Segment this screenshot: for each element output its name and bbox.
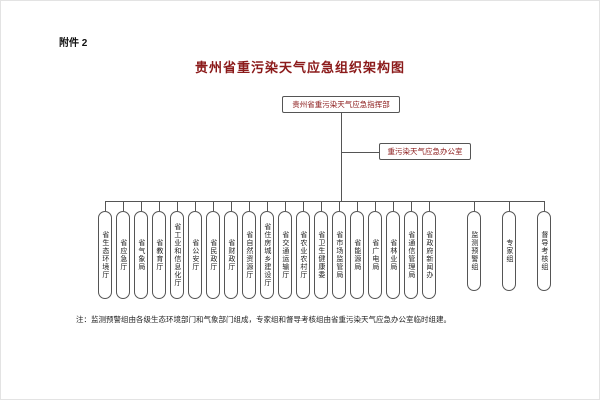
dept-box: 省自然资源厅 <box>242 201 256 299</box>
dept-box: 省市场监管局 <box>332 201 346 299</box>
dept-box: 省工业和信息化厅 <box>170 201 184 299</box>
attachment-label: 附件 2 <box>59 38 88 49</box>
dept-box: 省教育厅 <box>152 201 166 299</box>
dept-box: 省气象局 <box>134 201 148 299</box>
dept-box: 省卫生健康委 <box>314 201 328 299</box>
dept-box: 省通信管理局 <box>404 201 418 299</box>
dept-box: 省生态环境厅 <box>98 201 112 299</box>
dept-box: 省农业农村厅 <box>296 201 310 299</box>
group-box-monitoring: 监测预警组 <box>467 201 481 291</box>
dept-box: 省民政厅 <box>206 201 220 299</box>
group-box-supervision: 督导考核组 <box>537 201 551 291</box>
dept-box: 省住房城乡建设厅 <box>260 201 274 299</box>
dept-box: 省广电局 <box>368 201 382 299</box>
dept-box: 省政府新闻办 <box>422 201 436 299</box>
connector-office-branch <box>341 152 379 153</box>
connector-vertical-main <box>341 113 342 201</box>
dept-box: 省财政厅 <box>224 201 238 299</box>
dept-box: 省公安厅 <box>188 201 202 299</box>
footnote: 注：监测预警组由各级生态环境部门和气象部门组成，专家组和督导考核组由省重污染天气… <box>76 315 451 324</box>
dept-box: 省应急厅 <box>116 201 130 299</box>
dept-box: 省交通运输厅 <box>278 201 292 299</box>
connector-horizontal-main <box>105 201 545 202</box>
group-box-experts: 专家组 <box>502 201 516 291</box>
office-box: 重污染天气应急办公室 <box>379 143 471 160</box>
command-box: 贵州省重污染天气应急指挥部 <box>282 96 400 113</box>
dept-box: 省林业局 <box>386 201 400 299</box>
dept-box: 省能源局 <box>350 201 364 299</box>
page-title: 贵州省重污染天气应急组织架构图 <box>194 60 405 75</box>
